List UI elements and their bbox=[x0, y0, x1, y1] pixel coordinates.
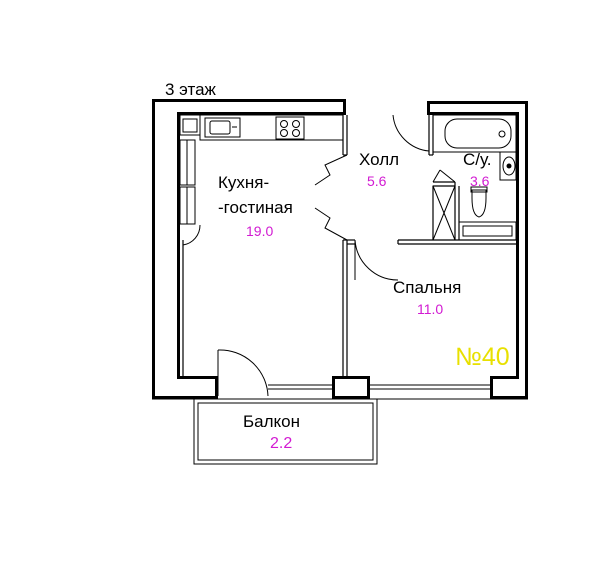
bathroom-door-swing bbox=[392, 114, 430, 152]
bedroom-name: Спальня bbox=[393, 278, 462, 297]
bathroom-name: С/у. bbox=[463, 150, 492, 169]
fridge-icon bbox=[179, 114, 201, 136]
floor-label: 3 этаж bbox=[165, 80, 216, 99]
hall-area: 5.6 bbox=[367, 173, 387, 189]
balcony-door-swing bbox=[217, 349, 269, 397]
kitchen-niche-arc bbox=[182, 224, 201, 246]
bedroom-area: 11.0 bbox=[417, 301, 444, 317]
bathtub-icon bbox=[432, 114, 517, 153]
apartment-number: №40 bbox=[455, 343, 510, 371]
balcony-outline bbox=[193, 398, 378, 465]
kitchen-counter bbox=[179, 114, 344, 225]
kitchen-name-line2: -гостиная bbox=[218, 198, 293, 217]
washbasin-icon bbox=[499, 151, 517, 181]
balcony-area: 2.2 bbox=[270, 435, 293, 452]
sink-icon bbox=[204, 117, 241, 138]
door-swings bbox=[182, 114, 430, 397]
bathroom-area: 3.6 bbox=[470, 173, 490, 189]
hall-name: Холл bbox=[359, 150, 400, 169]
toilet-icon bbox=[471, 189, 487, 218]
balcony-name: Балкон bbox=[243, 412, 301, 431]
shower-block bbox=[458, 221, 517, 241]
kitchen-area: 19.0 bbox=[246, 223, 274, 239]
utility-block bbox=[432, 185, 456, 241]
bathroom-fixtures bbox=[432, 114, 517, 241]
stove-icon bbox=[275, 116, 305, 140]
kitchen-name-line1: Кухня- bbox=[218, 173, 270, 192]
bedroom-door-swing bbox=[354, 239, 399, 281]
hall-double-door bbox=[314, 154, 348, 241]
